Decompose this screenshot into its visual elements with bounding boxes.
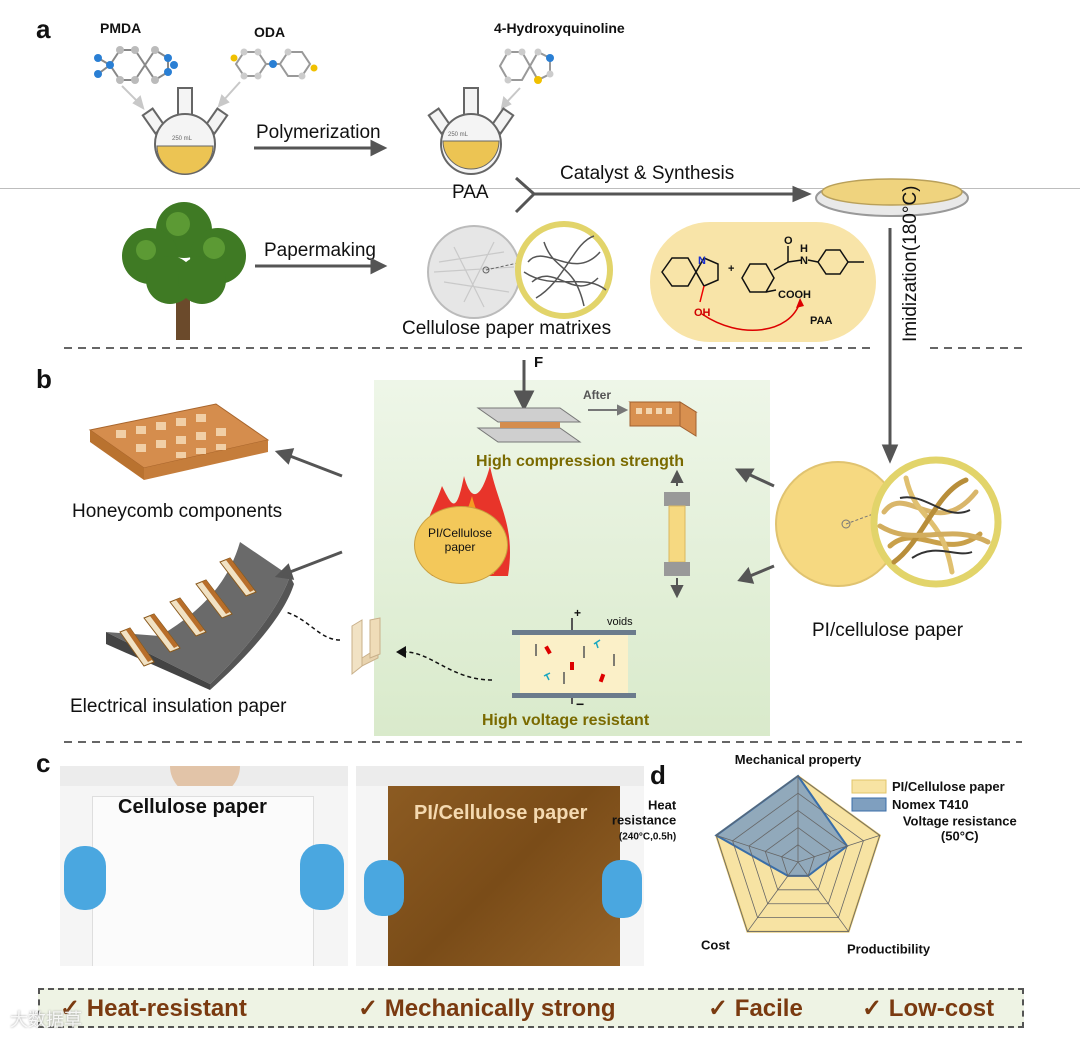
petri-dish-icon [815,178,969,217]
pi-paper-label: PI/cellulose paper [812,620,964,641]
left-glove-2 [364,860,404,916]
flask-2-volume: 250 mL [448,132,469,138]
radar-axis-label-4-1: resistance [612,812,676,827]
pi-cellulose-sheet [388,786,620,966]
scheme-o: O [784,235,793,247]
legend-label-0: PI/Cellulose paper [892,779,1005,794]
compression-icon [476,360,698,443]
oda-molecule-icon [230,48,318,80]
right-glove [300,844,344,910]
catalyst-label: Catalyst & Synthesis [560,163,735,184]
papermaking-label: Papermaking [264,240,376,261]
molecule-arrows [121,81,521,111]
reaction-scheme-bubble [650,222,876,342]
three-neck-flask-2-icon: 250 mL [427,87,515,175]
voltage-minus: − [576,696,585,712]
radar-axis-label-1-0: Voltage resistance [903,813,1017,828]
panel-a-label: a [36,14,51,44]
panel-a-arrows [254,139,899,464]
honeycomb-component-icon [88,403,270,480]
watermark: 大数据草 [10,1010,82,1030]
scheme-plus: + [728,263,734,275]
pi-cellulose-badge-text: PI/Cellulose paper [427,526,493,554]
flask-1-volume: 250 mL [172,136,193,142]
cellulose-paper-disc-icon [427,221,613,319]
feature-mechanically-strong: ✓ Mechanically strong [358,995,616,1022]
radar-spoke-4 [716,835,799,863]
pi-photo-label: PI/Cellulose paper [414,802,588,824]
voltage-plus: + [574,606,582,620]
radar-spoke-1 [797,835,880,863]
radar-spoke-2 [797,861,849,932]
scheme-oh: OH [694,307,711,319]
pi-cellulose-paper-photo [356,766,644,966]
pi-cellulose-disc-icon [775,456,1002,588]
radar-axis-label-0-0: Mechanical property [735,752,862,767]
cellulose-paper-photo [60,766,348,966]
panel-b-label: b [36,364,52,394]
left-glove [64,846,106,910]
radar-grid-ring-5 [715,775,881,932]
paa-label: PAA [452,182,489,203]
radar-axis-label-2-0: Productibility [847,942,931,957]
cellulose-sheet [92,796,314,966]
feature-low-cost: ✓ Low-cost [862,995,995,1022]
radar-axis-label-3-0: Cost [701,938,731,953]
right-glove-2 [602,860,642,918]
tensile-specimen-icon [664,469,690,599]
pi-cellulose-badge [414,506,508,584]
after-label: After [583,388,612,402]
voltage-schematic-icon [512,618,636,704]
legend-label-1: Nomex T410 [892,797,969,812]
radar-axis-label-4-2: (240°C,0.5h) [619,831,676,842]
electrical-insulation-icon [106,542,294,690]
reaction-scheme-icon: N OH + O H N COOH PAA [661,235,864,332]
feature-facile: ✓ Facile [708,995,803,1022]
cellulose-photo-label: Cellulose paper [118,796,267,818]
horizontal-rule [0,188,1080,189]
radar-grid-ring-4 [732,792,864,919]
voltage-resistant-label: High voltage resistant [482,712,650,729]
tree-icon [122,202,246,340]
pmda-molecule-icon [94,46,178,84]
radar-grid-ring-3 [748,809,848,905]
polymerization-label: Polymerization [256,122,381,143]
scheme-nh-n: N [800,255,808,267]
feature-heat-resistant: ✓ Heat-resistant [60,995,247,1022]
radar-spoke-3 [747,861,799,932]
radar-grid-ring-2 [764,827,832,891]
oda-label: ODA [254,24,286,40]
radar-axis-label-4-0: Heat [648,797,677,812]
insulation-label: Electrical insulation paper [70,696,287,717]
legend-swatch-0 [851,779,887,794]
scheme-n: N [698,255,706,267]
radar-grid-ring-1 [781,844,815,877]
scheme-nh-h: H [800,243,808,255]
panel-b-arrows [274,448,775,681]
pmda-label: PMDA [100,20,142,36]
voids-label: voids [607,616,633,628]
force-label: F [534,354,544,371]
panel-d-label: d [650,760,666,790]
scheme-cooh: COOH [778,289,811,301]
hydroxyquinoline-label: 4-Hydroxyquinoline [494,20,625,36]
legend-swatch-1 [851,797,887,812]
panel-c-label: c [36,748,51,778]
honeycomb-label: Honeycomb components [72,501,283,522]
three-neck-flask-1-icon: 250 mL [141,87,229,175]
u-channel-icon [351,617,381,676]
compression-strength-label: High compression strength [476,453,685,470]
radar-axis-label-1-1: (50°C) [941,828,979,843]
scheme-paa: PAA [810,315,832,327]
divider-ab [64,347,1022,743]
hydroxyquinoline-molecule-icon [498,48,554,84]
feature-checklist: ✓ Heat-resistant ✓ Mechanically strong ✓… [38,988,1024,1028]
cellulose-matrix-label: Cellulose paper matrixes [402,318,612,339]
